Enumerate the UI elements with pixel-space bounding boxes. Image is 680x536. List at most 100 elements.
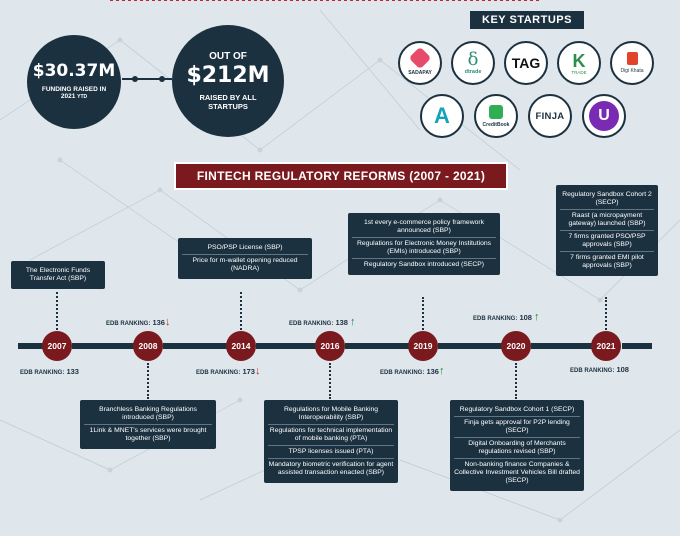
events-2014: PSO/PSP License (SBP) Price for m-wallet… [178,238,312,280]
edb-2008: EDB RANKING: 136↓ [106,316,170,328]
arrow-up-icon: ↑ [534,311,540,323]
edb-value: 173 [242,367,255,376]
event-item: Price for m-wallet opening reduced (NADR… [182,254,308,275]
edb-label: EDB RANKING: [570,368,615,374]
finja-logo-icon: FINJA [528,94,572,138]
finja-mark: FINJA [535,110,565,122]
events-2021: Regulatory Sandbox Cohort 2 (SECP) Raast… [556,185,658,277]
funding-circle: $30.37M FUNDING RAISED IN 2021 YTD [27,35,121,129]
total-caption-1: RAISED BY ALL [199,92,257,102]
year-2019: 2019 [408,331,438,361]
digi-khata-logo-icon: Digi Khata [610,41,654,85]
k-trade-mark: K [572,50,586,71]
u-logo-icon: U [582,94,626,138]
edb-value: 108 [519,313,532,322]
tag-logo-icon: TAG [504,41,548,85]
event-item: Regulatory Sandbox Cohort 2 (SECP) [562,191,652,207]
edb-label: EDB RANKING: [196,370,241,376]
event-item: Regulations for Mobile Banking Interoper… [283,406,379,422]
timeline-segment [72,343,134,349]
k-trade-logo-icon: K TRADE [557,41,601,85]
connector-2008 [147,363,149,399]
dtrade-logo-icon: δ dtrade [451,41,495,85]
timeline-segment [622,343,652,349]
total-amount: $212M [186,62,270,88]
timeline-segment [531,343,593,349]
connector-2007 [56,292,58,330]
events-2020: Regulatory Sandbox Cohort 1 (SECP) Finja… [450,400,584,492]
connector-2020 [515,363,517,399]
reforms-title: FINTECH REGULATORY REFORMS (2007 - 2021) [176,164,506,188]
events-2007: The Electronic Funds Transfer Act (SBP) [11,261,105,290]
funding-caption-ytd: YTD [77,94,88,101]
edb-2021: EDB RANKING: 108 [570,365,629,374]
connector-2021 [605,297,607,330]
sadapay-label: SADAPAY [408,70,432,76]
funding-caption-2: 2021 [60,93,76,101]
timeline-segment [163,343,227,349]
connector-2014 [240,292,242,330]
year-2008: 2008 [133,331,163,361]
funding-caption-1: FUNDING RAISED IN [41,85,107,93]
edb-label: EDB RANKING: [20,370,65,376]
edb-2014: EDB RANKING: 173↓ [196,365,260,377]
edb-2007: EDB RANKING: 133 [20,367,79,376]
timeline-segment [345,343,409,349]
year-2014: 2014 [226,331,256,361]
event-item: Non-banking finance Companies & Collecti… [454,458,580,487]
year-2016: 2016 [315,331,345,361]
creditbook-logo-icon: CreditBook [474,94,518,138]
total-prefix: OUT OF [209,50,247,62]
arrow-down-icon: ↓ [164,316,171,328]
event-item: Mandatory biometric verification for age… [268,458,394,479]
arrow-up-icon: ↑ [350,316,356,328]
year-2020: 2020 [501,331,531,361]
tag-mark: TAG [511,55,541,71]
event-item: 1st every e-commerce policy framework an… [363,219,485,235]
edb-value: 108 [616,365,629,374]
edb-label: EDB RANKING: [473,316,518,322]
edb-label: EDB RANKING: [106,321,151,327]
events-2016: Regulations for Mobile Banking Interoper… [264,400,398,484]
timeline-bar [18,343,44,349]
event-item: 1Link & MNET's services were brought tog… [84,424,212,445]
edb-2020: EDB RANKING: 108 ↑ [473,311,540,323]
abhi-logo-icon: A [420,94,464,138]
arrow-down-icon: ↓ [254,365,261,377]
event-item: Digital Onboarding of Merchants regulati… [454,437,580,458]
event-item: Regulations for Electronic Money Institu… [352,237,496,258]
sadapay-logo-icon: SADAPAY [398,41,442,85]
u-mark: U [598,107,610,124]
event-item: Regulations for technical implementation… [268,424,394,445]
year-2021: 2021 [591,331,621,361]
event-item: Branchless Banking Regulations introduce… [99,406,197,422]
dtrade-label: dtrade [464,69,482,75]
arrow-up-icon: ↑ [438,365,445,377]
events-2008: Branchless Banking Regulations introduce… [80,400,216,450]
edb-value: 138 [335,318,348,327]
dtrade-mark: δ [467,49,479,70]
edb-label: EDB RANKING: [289,321,334,327]
edb-2016: EDB RANKING: 138 ↑ [289,316,356,328]
k-trade-label: TRADE [571,69,587,75]
edb-value: 133 [66,367,79,376]
creditbook-label: CreditBook [482,121,510,128]
timeline-segment [256,343,316,349]
timeline-segment [438,343,502,349]
key-startups-title: KEY STARTUPS [470,11,584,29]
event-item: The Electronic Funds Transfer Act (SBP) [25,267,91,283]
connector-2016 [329,363,331,399]
event-item: TPSP licenses issued (PTA) [268,445,394,458]
digi-khata-label: Digi Khata [620,68,644,74]
edb-label: EDB RANKING: [380,370,425,376]
abhi-mark: A [434,103,450,128]
event-item: Raast (a micropayment gateway) launched … [560,209,654,230]
edb-value: 136 [152,318,165,327]
event-item: PSO/PSP License (SBP) [207,244,283,251]
event-item: 7 firms granted EMI pilot approvals (SBP… [560,251,654,272]
connector-2019 [422,297,424,330]
event-item: Regulatory Sandbox introduced (SECP) [352,258,496,271]
edb-value: 136 [426,367,439,376]
year-2007: 2007 [42,331,72,361]
funding-amount: $30.37M [32,60,116,81]
